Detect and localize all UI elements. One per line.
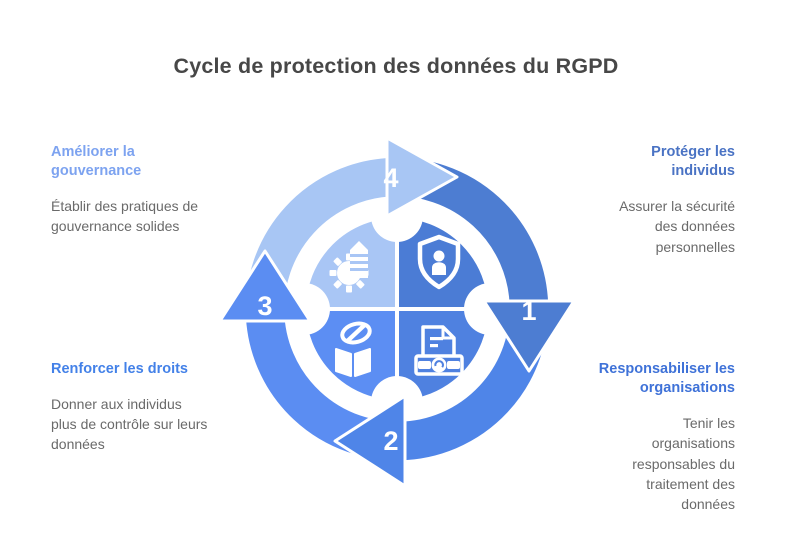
arrowhead-step-4 (385, 136, 459, 218)
step-1-description: Assurer la sécurité des données personne… (619, 198, 735, 255)
page-title: Cycle de protection des données du RGPD (173, 54, 619, 78)
step-4-number: 4 (383, 163, 398, 193)
step-1-label-block: Protéger les individus Assurer la sécuri… (565, 143, 735, 257)
governance-gear-icon (329, 241, 369, 293)
step-3-label-block: Renforcer les droits Donner aux individu… (51, 360, 226, 455)
cycle-diagram: 1 2 3 4 (218, 136, 576, 488)
step-2-description: Tenir les organisations responsables du … (632, 415, 735, 512)
step-4-description: Établir des pratiques de gouvernance sol… (51, 198, 199, 235)
shield-person-icon (417, 234, 461, 290)
step-2-number: 2 (383, 426, 398, 456)
step-4-label-block: Améliorer la gouvernance Établir des pra… (51, 143, 221, 237)
step-2-heading: Responsabiliser les organisations (598, 361, 735, 397)
step-1-number: 1 (521, 296, 536, 326)
step-3-heading: Renforcer les droits (51, 361, 188, 377)
step-1-heading: Protéger les individus (651, 144, 735, 180)
arrowhead-step-2 (333, 394, 407, 488)
arrowhead-step-1 (482, 299, 576, 373)
box-restriction-icon (335, 321, 372, 377)
step-3-description: Donner aux individus plus de contrôle su… (51, 396, 208, 453)
arrowhead-step-3 (218, 249, 312, 323)
step-3-number: 3 (257, 291, 272, 321)
step-2-label-block: Responsabiliser les organisations Tenir … (565, 360, 735, 514)
step-4-heading: Améliorer la gouvernance (51, 144, 142, 180)
document-handshake-icon (414, 325, 464, 376)
